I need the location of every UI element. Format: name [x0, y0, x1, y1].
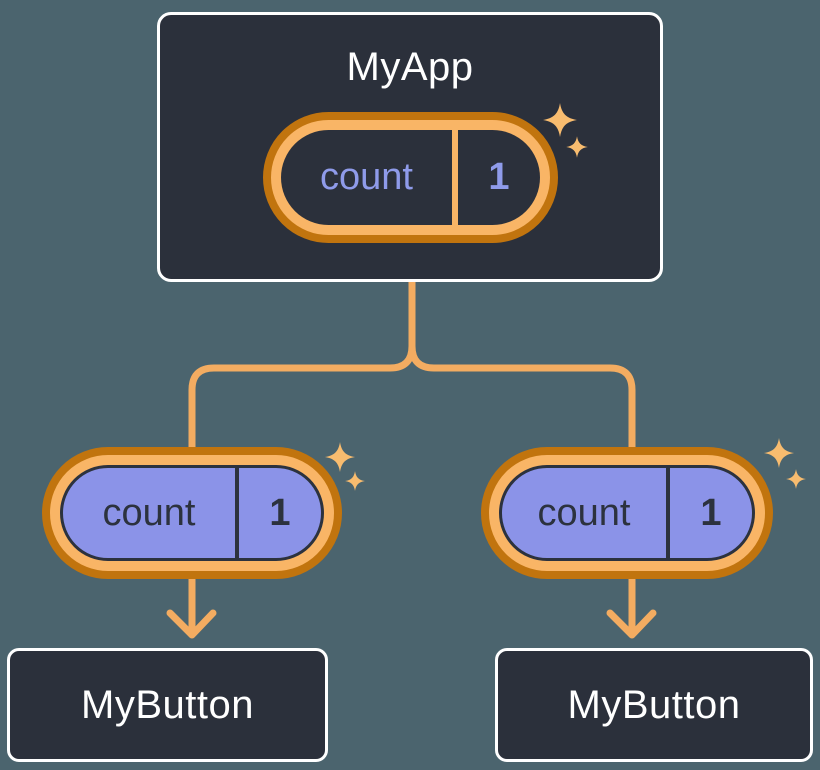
state-value: 1 — [700, 491, 722, 534]
root-state-pill: count 1 — [263, 112, 558, 243]
child-component-title: MyButton — [567, 682, 741, 727]
child-state-pill-body: count 1 — [60, 465, 324, 561]
sparkle-icon — [763, 437, 806, 489]
pill-divider — [666, 468, 670, 558]
root-component-title: MyApp — [346, 45, 474, 89]
child-component-box-left: MyButton — [7, 648, 328, 762]
child-state-pill-body: count 1 — [499, 465, 755, 561]
sparkle-small — [566, 136, 588, 158]
arrow-down-icon — [606, 609, 657, 639]
sparkle-big — [763, 437, 795, 469]
state-value: 1 — [488, 156, 510, 198]
state-value: 1 — [269, 491, 291, 534]
sparkle-small — [786, 469, 806, 489]
sparkle-small — [345, 471, 365, 491]
arrow-down-icon — [166, 609, 217, 639]
sparkle-icon — [543, 103, 588, 158]
state-label: count — [102, 491, 196, 534]
root-state-pill-body: count 1 — [281, 130, 540, 225]
connector-right-branch — [408, 276, 636, 637]
child-state-pill-right: count 1 — [481, 447, 773, 579]
child-component-title: MyButton — [81, 682, 254, 727]
state-label: count — [320, 156, 413, 198]
state-label: count — [537, 491, 631, 534]
sparkle-icon — [324, 441, 365, 491]
pill-divider — [235, 468, 239, 558]
sparkle-big — [543, 103, 577, 137]
child-component-box-right: MyButton — [495, 648, 813, 762]
pill-divider — [452, 130, 458, 225]
child-state-pill-left: count 1 — [42, 447, 342, 579]
sparkle-big — [324, 441, 356, 473]
